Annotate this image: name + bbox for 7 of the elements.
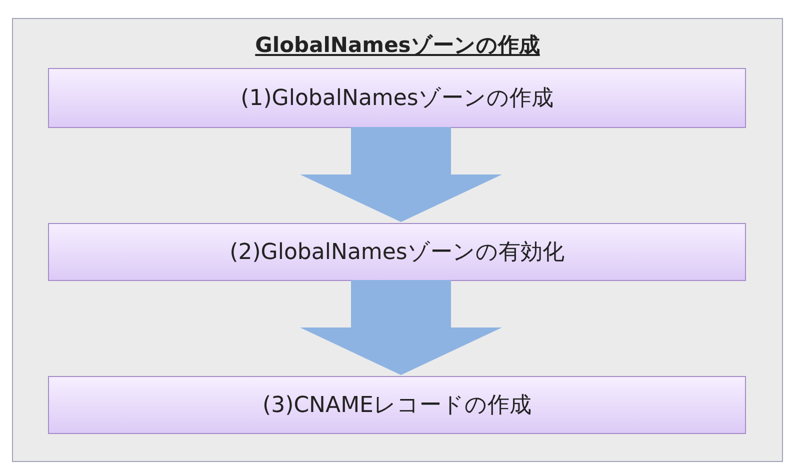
block-arrow: [300, 280, 502, 375]
step-box: (3)CNAMEレコードの作成: [48, 376, 746, 434]
block-arrow: [300, 127, 502, 222]
panel-title: GlobalNamesゾーンの作成: [255, 33, 540, 57]
step-box: (1)GlobalNamesゾーンの作成: [48, 68, 746, 128]
panel-background: [12, 18, 783, 462]
step-box: (2)GlobalNamesゾーンの有効化: [48, 223, 746, 281]
